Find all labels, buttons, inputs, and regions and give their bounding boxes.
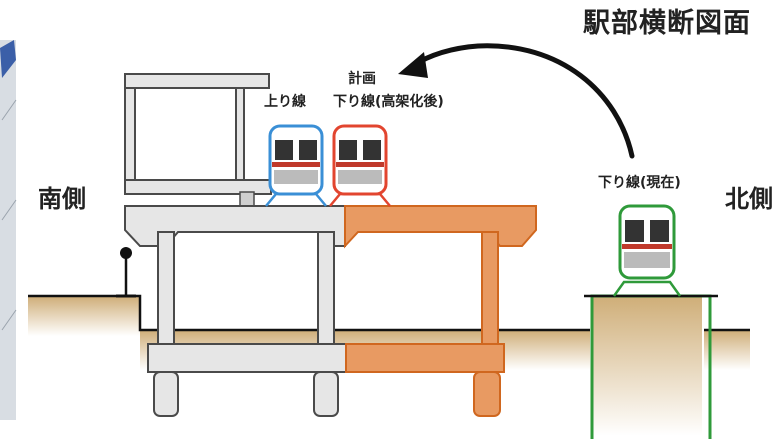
diagram-title: 駅部横断図面 [583,8,751,39]
down-line-train-current [612,204,682,297]
aerial-photo-fragment [0,40,17,420]
direction-south-label: 南側 [38,185,86,213]
viaduct-new [344,205,537,417]
current-track-pit [584,294,718,439]
down-line-after-label: 下り線(高架化後) [333,94,444,110]
direction-north-label: 北側 [725,185,773,213]
up-line-train [265,124,327,207]
viaduct-existing [124,205,347,417]
plan-label: 計画 [348,71,376,87]
platform-canopy [124,73,272,207]
down-line-train-after [329,124,391,207]
up-line-label: 上り線 [264,94,306,110]
signal-icon [116,247,136,298]
curved-arrow-icon [398,43,635,159]
down-line-current-label: 下り線(現在) [598,175,681,191]
